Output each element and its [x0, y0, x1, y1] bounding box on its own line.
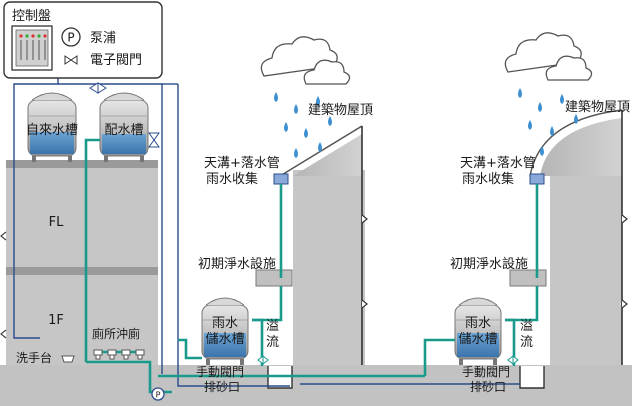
pump-legend-icon: P: [61, 27, 81, 47]
floor-lower-label: 1F: [48, 313, 64, 328]
pump-main-label: P: [156, 391, 161, 400]
pump-legend-label: 泵浦: [90, 31, 116, 46]
valve-label-right-2: 排砂口: [470, 380, 506, 394]
valve-manual-left: [257, 354, 269, 366]
rain-drops-right: [518, 88, 578, 156]
toilet-label: 廁所沖廁: [92, 326, 140, 341]
tap-water-tank: [27, 92, 77, 162]
cloud-right: [504, 32, 593, 81]
gutter-label-right-2: 雨水收集: [462, 171, 514, 187]
overflow-label-left-2: 流: [266, 335, 279, 350]
rain-pipes: [84, 138, 539, 394]
tank-label-right-2: 儲水槽: [458, 332, 497, 347]
valve-supply: [148, 132, 160, 148]
rain-tank-right: [454, 297, 502, 365]
floor-upper-label: FL: [49, 215, 64, 230]
tap-tank-label: 自來水槽: [26, 123, 78, 138]
overflow-label-right-1: 溢: [520, 319, 533, 334]
control-panel-icon: [11, 25, 53, 71]
valve-label-right-1: 手動閥門: [462, 365, 510, 379]
rain-building-right: [509, 109, 628, 365]
washbasin-fixture: [61, 355, 75, 363]
valve-label-left-2: 排砂口: [204, 380, 240, 394]
tank-label-left-2: 儲水槽: [205, 332, 244, 347]
gutter-label-left-1: 天溝+落水管: [204, 156, 280, 171]
control-wiring: [13, 68, 520, 387]
rain-tank-left: [201, 297, 249, 365]
sand-outlet-right: [519, 366, 545, 389]
roof-label-right: 建築物屋頂: [565, 100, 630, 115]
overflow-label-right-2: 流: [520, 335, 533, 350]
valve-top: [89, 82, 107, 94]
tank-label-right-1: 雨水: [465, 316, 491, 331]
rain-drops-left: [274, 92, 332, 158]
valve-legend-icon: [64, 55, 78, 65]
supply-tank: [99, 92, 149, 162]
filter-label-left: 初期淨水設施: [198, 256, 276, 272]
toilet-fixtures: [93, 349, 145, 360]
valve-legend-label: 電子閥門: [90, 53, 142, 68]
gutter-label-right-1: 天溝+落水管: [460, 156, 536, 171]
rain-building-left: [255, 125, 368, 365]
main-building: [0, 160, 158, 365]
pump-legend-symbol: P: [67, 31, 74, 45]
overflow-label-left-1: 溢: [266, 319, 279, 334]
cloud-left: [260, 36, 351, 85]
valve-manual-right: [507, 354, 519, 366]
pump-main: P: [151, 387, 165, 401]
tank-label-left-1: 雨水: [212, 316, 238, 331]
filter-label-right: 初期淨水設施: [450, 256, 528, 272]
valve-label-left-1: 手動閥門: [196, 365, 244, 379]
gutter-label-left-2: 雨水收集: [206, 171, 258, 187]
washbasin-label: 洗手台: [16, 350, 52, 365]
supply-tank-label: 配水槽: [104, 123, 143, 138]
roof-label-left: 建築物屋頂: [308, 103, 373, 118]
legend-box: 控制盤 P 泵浦 電子閥門: [3, 1, 163, 79]
legend-title: 控制盤: [12, 9, 51, 24]
